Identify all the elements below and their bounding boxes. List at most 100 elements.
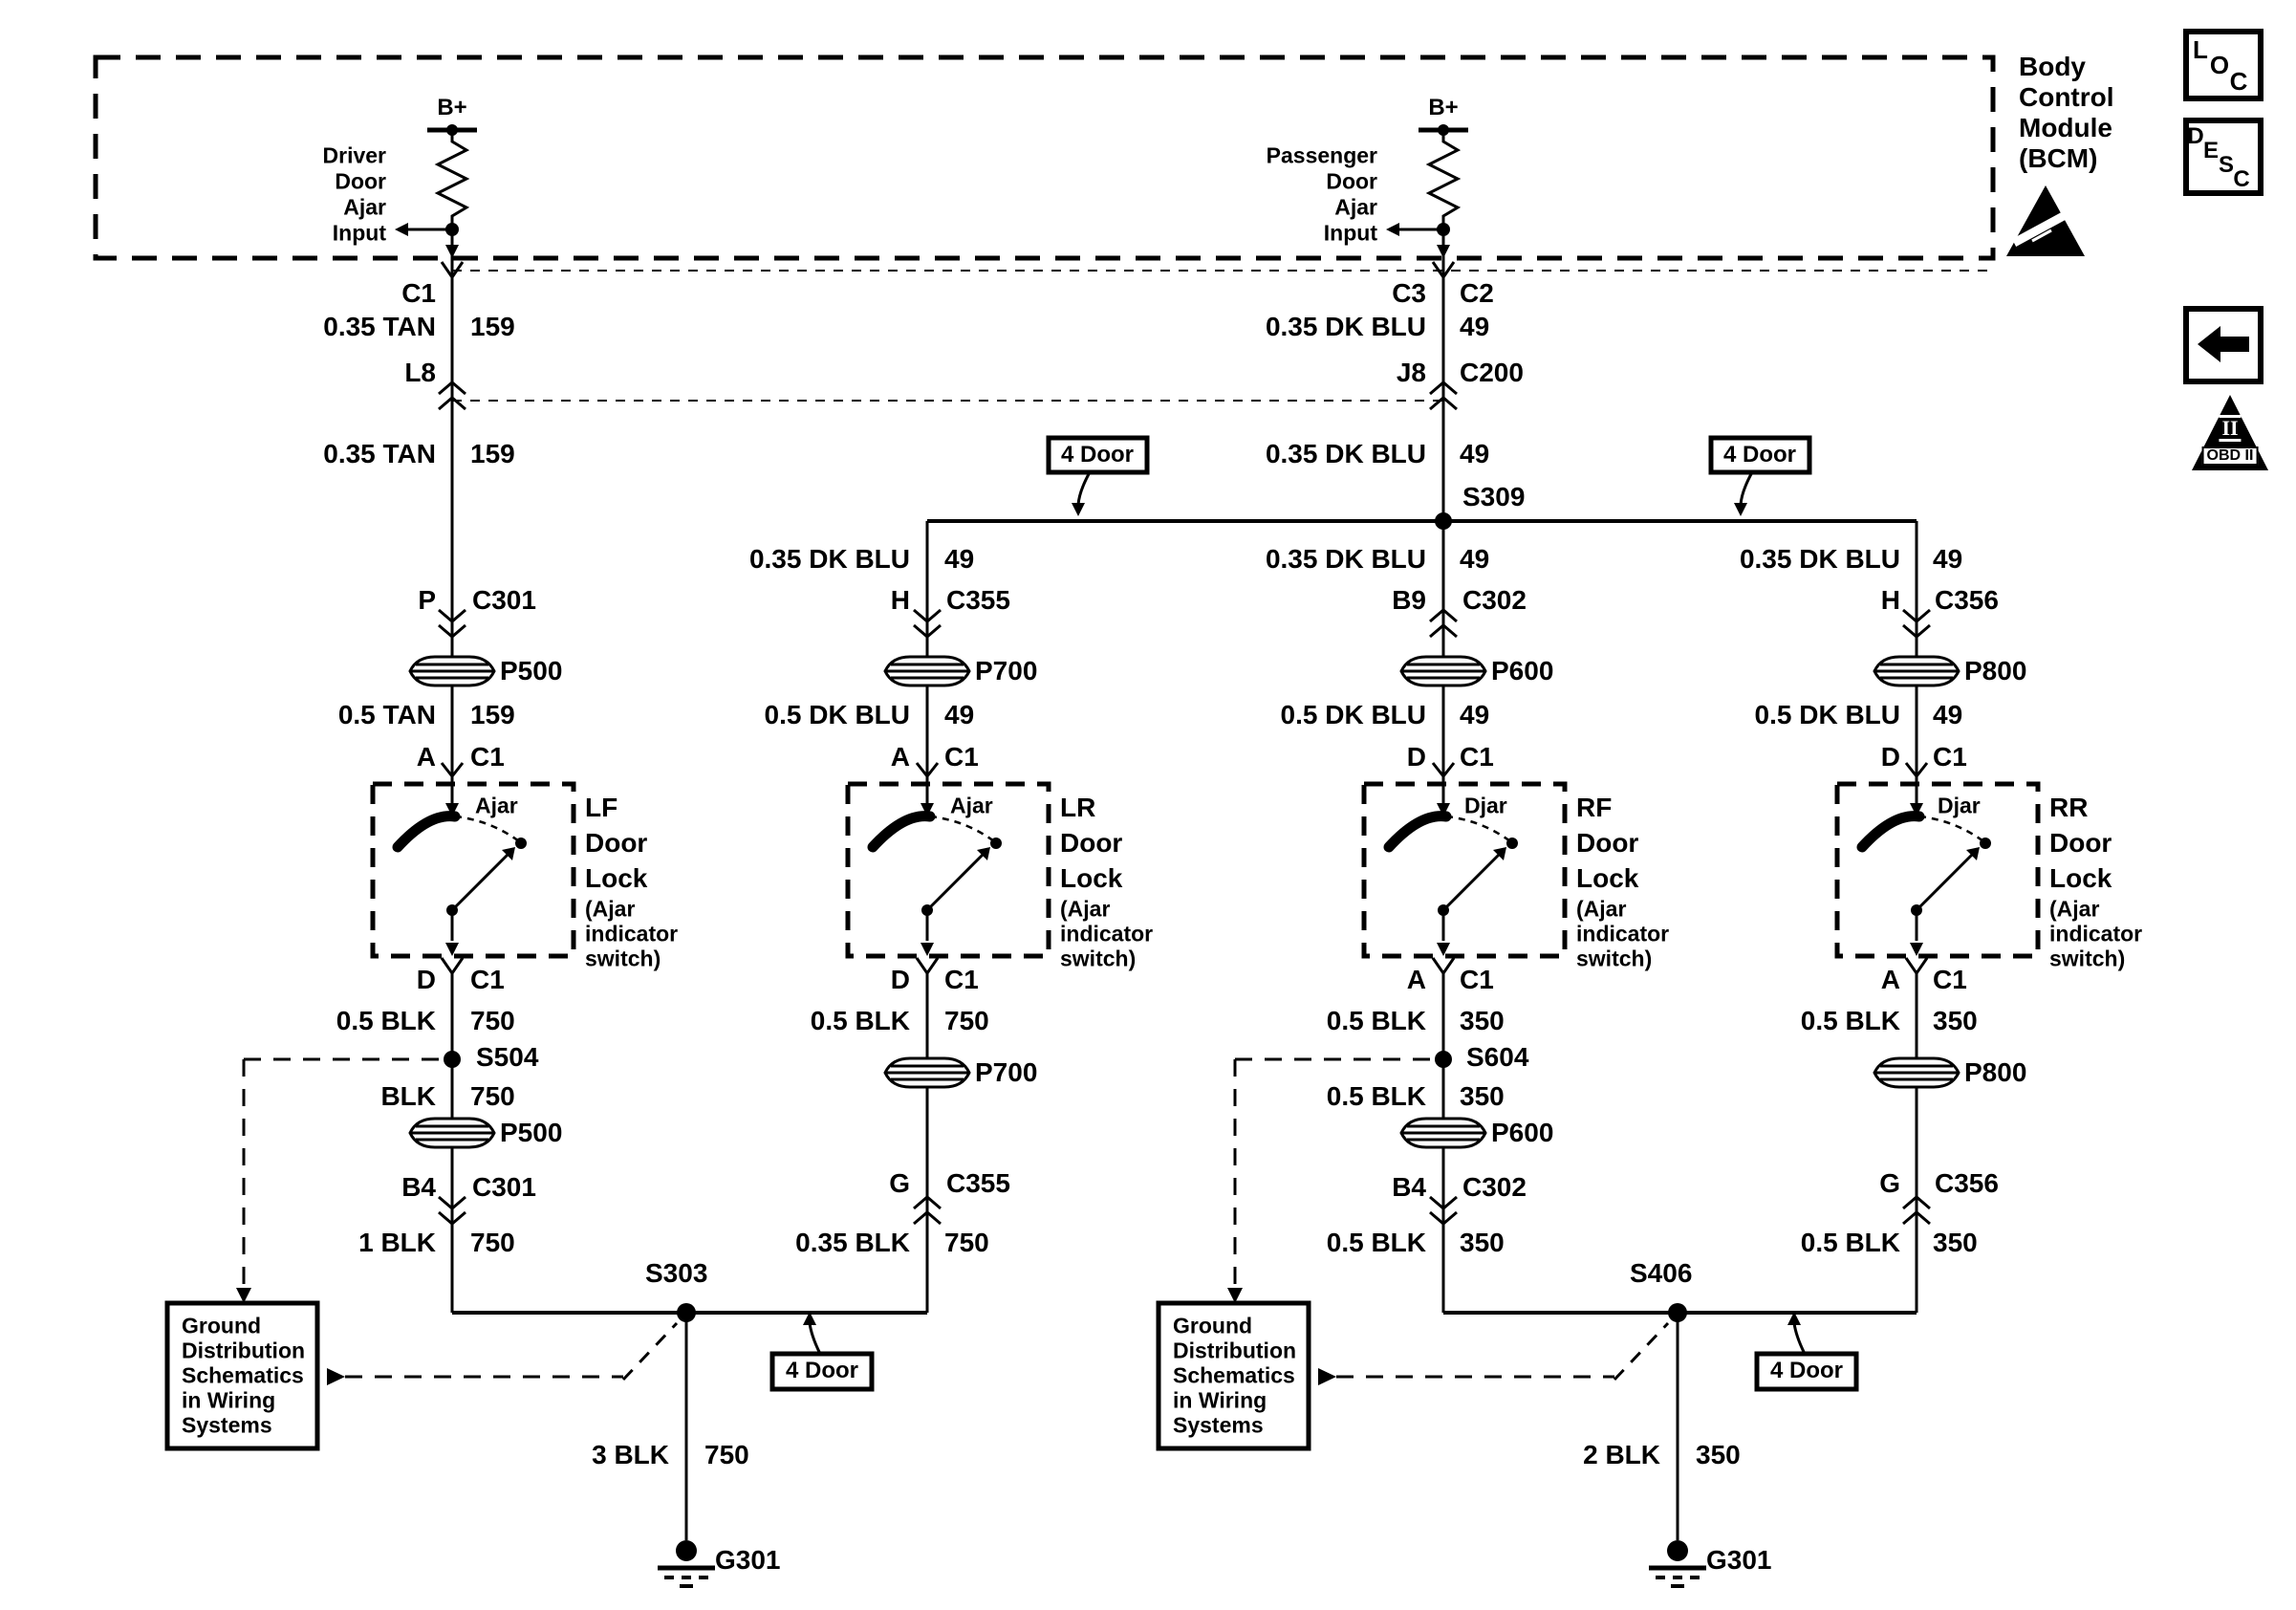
connector-forks	[440, 261, 1929, 974]
switch-position-label: Djar	[1938, 793, 1981, 818]
grommet-p800: P800	[1964, 656, 2027, 685]
connector-c2: C2	[1460, 278, 1494, 308]
wire-label: 159	[470, 312, 515, 341]
wire-label: 750	[944, 1006, 989, 1035]
bplus-driver: B+	[437, 95, 467, 120]
wire-label: 350	[1460, 1081, 1505, 1111]
wire-label: Schematics	[1173, 1362, 1295, 1388]
wire-label: H	[1880, 585, 1900, 615]
wire-label: 0.35 DK BLU	[1739, 544, 1900, 574]
grommet-p800: P800	[1964, 1057, 2027, 1087]
grommet-p500: P500	[500, 1118, 563, 1147]
connector-c355: C355	[946, 1168, 1010, 1198]
grommet-p700: P700	[975, 656, 1038, 685]
lr-door-lock-title: LR	[1060, 793, 1096, 822]
wire-label: 0.5 DK BLU	[1280, 700, 1426, 729]
loc-letter: O	[2209, 51, 2230, 79]
wire-label: Systems	[1173, 1412, 1264, 1438]
wire-label: (BCM)	[2019, 143, 2098, 173]
desc-letter: E	[2202, 138, 2220, 163]
wire-label: J8	[1396, 358, 1426, 387]
wire-label: 49	[944, 544, 975, 574]
switch-position-label: Ajar	[475, 793, 518, 818]
bcm-box	[93, 54, 1996, 261]
wire-label: 0.5 DK BLU	[1754, 700, 1900, 729]
wire-label: Ajar	[343, 194, 386, 220]
wire-label: 350	[1696, 1440, 1741, 1469]
wire-label: D	[1880, 742, 1900, 772]
wire-label: switch)	[585, 946, 661, 971]
wire-label: Control	[2019, 82, 2114, 112]
wire-label: C1	[1933, 742, 1967, 772]
wire-label: Module	[2019, 113, 2112, 142]
wire-label: 0.5 TAN	[337, 700, 436, 729]
four-door-tag: 4 Door	[1769, 1358, 1844, 1383]
wire-label: 750	[470, 1228, 515, 1257]
wire-label: 350	[1933, 1228, 1978, 1257]
bcm-title: Body	[2019, 52, 2086, 81]
grommet-p600: P600	[1491, 1118, 1554, 1147]
splice-s309: S309	[1462, 482, 1526, 511]
wire-label: B9	[1392, 585, 1426, 615]
wire-label: 2 BLK	[1583, 1440, 1660, 1469]
loc-icon	[2183, 29, 2264, 101]
ground-symbol-g301	[658, 1540, 715, 1588]
wire-label: 750	[944, 1228, 989, 1257]
connector-row-lines	[452, 270, 1993, 402]
wire-label: 0.5 DK BLU	[764, 700, 910, 729]
wire-label: C1	[944, 742, 979, 772]
wire-label: indicator	[585, 921, 679, 946]
wire-label: Systems	[182, 1412, 272, 1438]
wire-label: 0.5 BLK	[1326, 1006, 1426, 1035]
wire-label: A	[1406, 965, 1426, 994]
wire-label: 49	[1933, 544, 1963, 574]
wire-label: Lock	[1576, 863, 1639, 893]
wire-label: C1	[470, 742, 505, 772]
splice-dots	[444, 512, 1687, 1322]
wire-label: G	[889, 1168, 910, 1198]
splice-s504: S504	[476, 1042, 539, 1072]
wire-label: 0.35 DK BLU	[748, 544, 910, 574]
splice-s604: S604	[1466, 1042, 1529, 1072]
loc-letter: L	[2193, 35, 2208, 64]
wire-label: (Ajar	[1060, 896, 1111, 922]
wire-label: 49	[1460, 544, 1490, 574]
wire-label: Door	[1576, 828, 1639, 858]
lf-door-lock-title: LF	[585, 793, 618, 822]
wire-label: A	[416, 742, 436, 772]
wire-label: C1	[1460, 965, 1494, 994]
wire-label: C1	[1933, 965, 1967, 994]
ground-symbol-g301	[1649, 1540, 1706, 1588]
switch-position-label: Ajar	[950, 793, 993, 818]
wire-label: P	[418, 585, 436, 615]
ground-g301: G301	[1706, 1545, 1772, 1575]
wire-label: 0.35 DK BLU	[1265, 312, 1426, 341]
connector-c356: C356	[1935, 1168, 1999, 1198]
splice-s303: S303	[645, 1258, 708, 1288]
wire-label: (Ajar	[1576, 896, 1627, 922]
wire-label: BLK	[380, 1081, 436, 1111]
wire-label: in Wiring	[182, 1387, 276, 1413]
rr-door-lock-title: RR	[2049, 793, 2089, 822]
connector-c301: C301	[472, 585, 536, 615]
grommet-p600: P600	[1491, 656, 1554, 685]
back-arrow-icon	[2183, 306, 2264, 384]
wire-label: C1	[944, 965, 979, 994]
wire-label: indicator	[1576, 921, 1670, 946]
ground-distribution-boxes	[164, 1300, 1311, 1451]
wire-label: 49	[1933, 700, 1963, 729]
wire-label: indicator	[2049, 921, 2143, 946]
wire-label: 750	[470, 1006, 515, 1035]
ground-distribution-ref: Ground	[182, 1313, 262, 1338]
four-door-tag: 4 Door	[785, 1358, 859, 1383]
ground-distribution-ref: Ground	[1173, 1313, 1253, 1338]
four-door-callouts	[769, 435, 1859, 1392]
bplus-passenger: B+	[1428, 95, 1459, 120]
connector-c200: C200	[1460, 358, 1524, 387]
wire-label: D	[1406, 742, 1426, 772]
desc-icon	[2183, 118, 2264, 196]
connector-c302: C302	[1462, 585, 1527, 615]
driver-door-ajar-input: Driver	[322, 142, 386, 168]
